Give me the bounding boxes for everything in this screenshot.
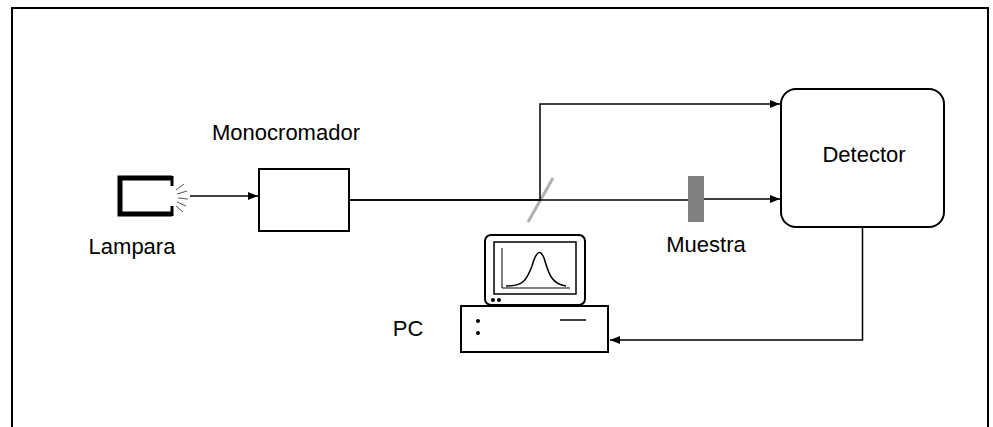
lamp-rim (171, 176, 174, 216)
sample-slab: Muestra (688, 176, 704, 222)
pc-drawing (460, 234, 610, 354)
lamp-housing (120, 178, 172, 214)
monitor-button (497, 298, 501, 302)
drive-slot (560, 319, 586, 321)
monitor-screen (494, 242, 576, 294)
beam-connector (190, 195, 258, 197)
beam-connector (704, 198, 780, 200)
plot-axes (502, 248, 570, 288)
monitor-button (491, 298, 495, 302)
beam-connector (350, 104, 780, 200)
node-label: PC (393, 316, 424, 342)
case-led (476, 331, 480, 335)
lamp-drawing (112, 172, 182, 220)
light-ray (177, 202, 186, 206)
beam-connector (610, 228, 863, 340)
node-label: Lampara (89, 234, 176, 260)
light-ray (176, 184, 184, 190)
light-ray (178, 198, 188, 199)
detector-box: Detector (780, 88, 945, 228)
node-label: Monocromador (212, 120, 360, 146)
computer-case (461, 306, 608, 352)
lamp-icon: Lampara (112, 172, 182, 220)
light-ray (177, 191, 187, 194)
case-led (476, 319, 480, 323)
spectrum-curve (506, 252, 566, 286)
monochromator-box: Monocromador (258, 168, 350, 232)
node-label: Muestra (666, 232, 745, 258)
computer-icon: PC (460, 234, 610, 354)
monitor-case (485, 235, 585, 305)
frame-border (12, 8, 988, 427)
light-ray (176, 206, 183, 212)
node-label: Detector (822, 142, 905, 168)
